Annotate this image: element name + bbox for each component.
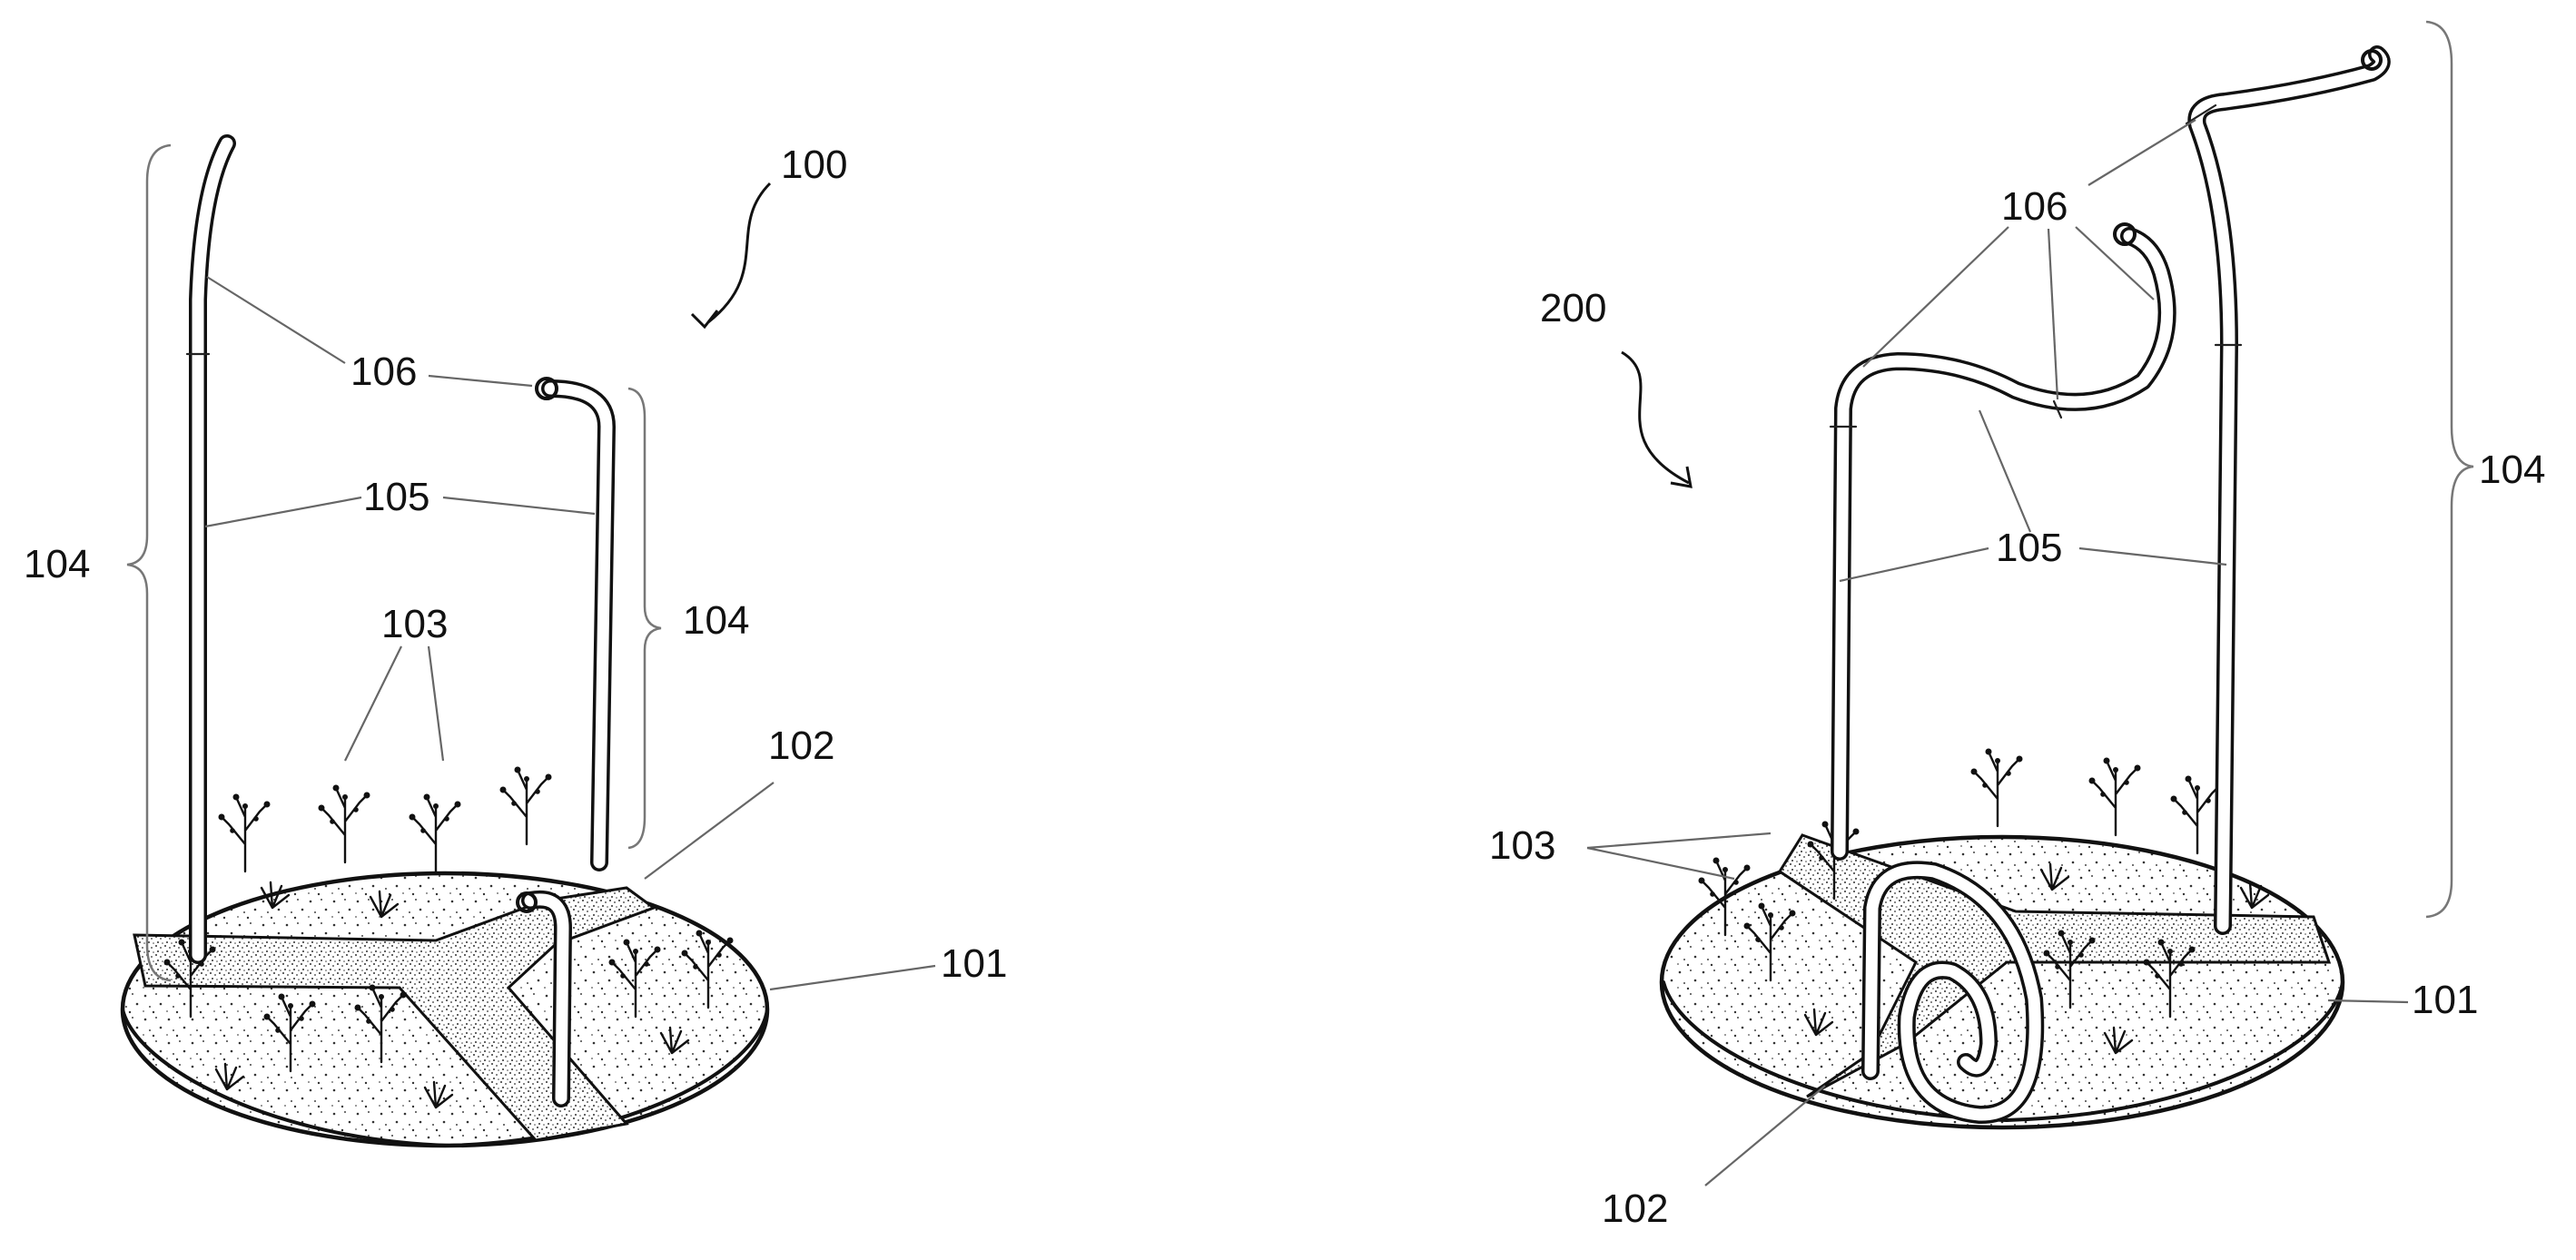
assembly-arrow-left bbox=[707, 182, 772, 324]
label-101-right: 101 bbox=[2412, 978, 2478, 1022]
label-100: 100 bbox=[781, 143, 847, 187]
label-106-right: 106 bbox=[2001, 184, 2068, 229]
base-disc-right bbox=[1659, 834, 2345, 1130]
assembly-arrow-right bbox=[1621, 350, 1690, 485]
label-105-right: 105 bbox=[1996, 526, 2062, 570]
brace-left bbox=[126, 143, 172, 982]
brace-right bbox=[627, 387, 662, 850]
stake-coiled bbox=[1861, 861, 2045, 1125]
label-102-right: 102 bbox=[1602, 1186, 1668, 1231]
label-104-right-figure: 104 bbox=[2479, 448, 2545, 492]
stake-left bbox=[185, 134, 236, 964]
stake-right-tall bbox=[2185, 45, 2391, 935]
label-104-right: 104 bbox=[683, 598, 749, 643]
stake-right bbox=[535, 377, 616, 871]
stake-front bbox=[516, 890, 572, 1107]
label-103-right: 103 bbox=[1489, 823, 1555, 868]
label-106-left: 106 bbox=[350, 349, 417, 394]
leaders-right bbox=[1586, 119, 2409, 1186]
stake-left-curved bbox=[1829, 222, 2176, 861]
brace-right-figure bbox=[2425, 20, 2474, 919]
label-200: 200 bbox=[1540, 286, 1606, 330]
figure-right: 200 106 105 104 103 101 102 bbox=[1489, 20, 2545, 1231]
label-104-left: 104 bbox=[24, 542, 90, 586]
label-102-left: 102 bbox=[768, 724, 834, 768]
label-105-left: 105 bbox=[363, 475, 429, 519]
label-103-left: 103 bbox=[381, 602, 448, 646]
figure-left: 100 106 105 104 104 103 102 101 bbox=[24, 134, 1007, 1148]
leaders-left bbox=[204, 276, 936, 991]
label-101-left: 101 bbox=[941, 941, 1007, 986]
